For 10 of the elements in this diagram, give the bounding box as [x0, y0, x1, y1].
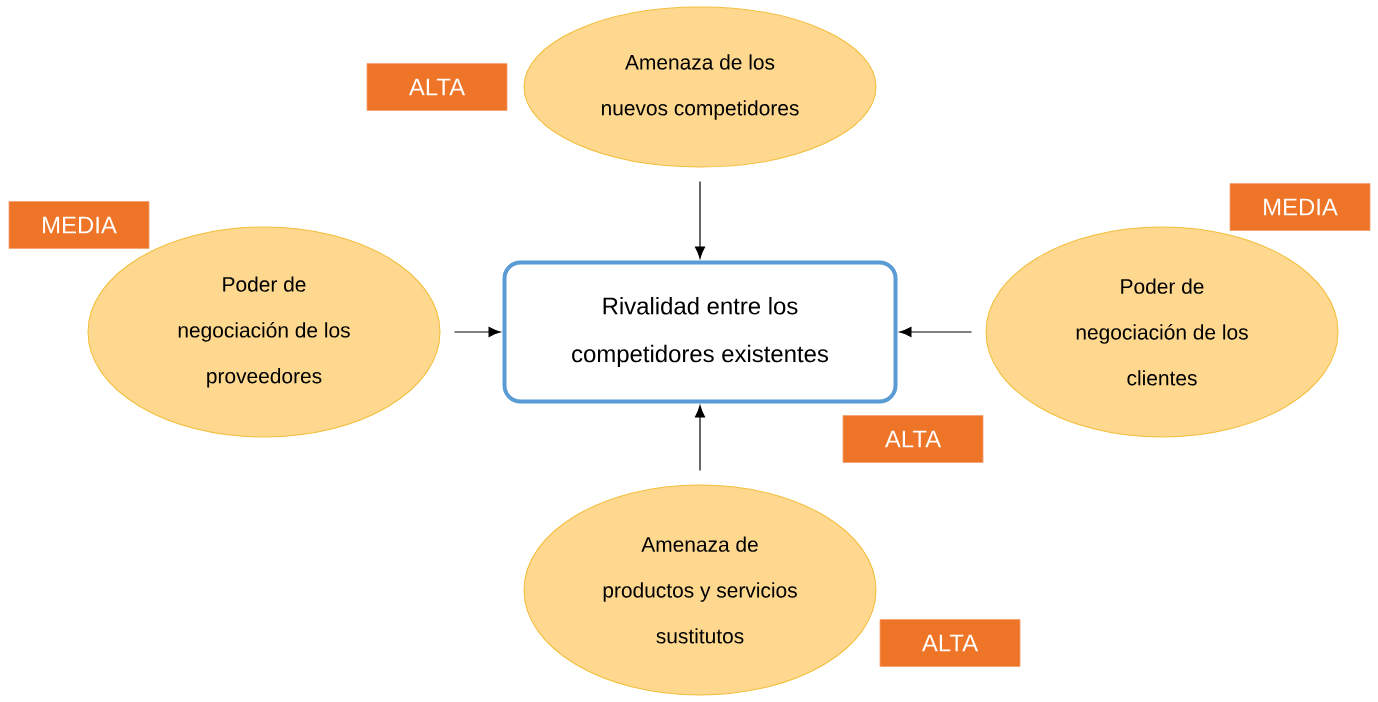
arrow	[695, 405, 706, 472]
rating-badge: MEDIA	[8, 201, 150, 249]
rating-badge: ALTA	[879, 619, 1021, 667]
rating-badge: ALTA	[842, 415, 984, 463]
arrow	[899, 326, 973, 338]
arrow	[453, 326, 501, 338]
process-box: Rivalidad entre los competidores existentes	[502, 260, 898, 404]
rating-badge: ALTA	[366, 63, 508, 111]
arrow	[695, 180, 706, 259]
rating-badge: MEDIA	[1229, 183, 1371, 231]
